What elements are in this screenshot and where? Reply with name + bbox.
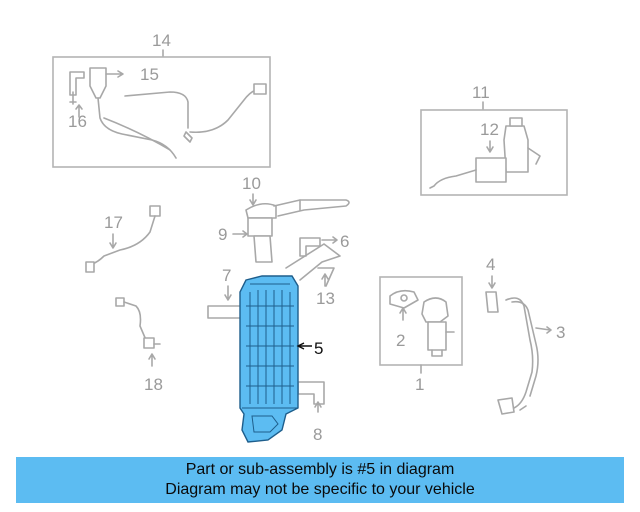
canister-part-5[interactable]: 5 [239,275,323,443]
callout-10: 10 [242,174,261,193]
banner-line-1: Part or sub-assembly is #5 in diagram [185,461,455,478]
inset-11: 11 12 [420,83,568,196]
callout-14: 14 [152,31,171,50]
callout-17: 17 [104,213,123,232]
callout-3: 3 [556,323,565,342]
strap-13: 13 [285,243,341,308]
callout-1: 1 [415,375,424,394]
callout-15: 15 [140,65,159,84]
sensor-18: 18 [115,297,163,394]
callout-7: 7 [222,266,231,285]
callout-12: 12 [480,120,499,139]
part-8: 8 [297,381,325,444]
inset-1: 1 2 [379,276,463,394]
callout-5: 5 [314,339,323,358]
callout-18: 18 [144,375,163,394]
callout-2: 2 [396,331,405,350]
parts-diagram: 14 16 15 11 12 10 9 [52,31,568,444]
sensor-17: 17 [85,205,161,273]
callout-6: 6 [340,232,349,251]
filler-neck: 10 9 [218,174,350,263]
hose-3: 3 [497,297,565,415]
bracket-6: 6 [299,232,349,257]
part-7: 7 [207,266,243,319]
callout-16: 16 [68,112,87,131]
inset-14: 14 16 15 [52,31,271,168]
callout-11: 11 [472,83,490,102]
callout-9: 9 [218,225,227,244]
callout-8: 8 [313,425,322,444]
info-banner: Part or sub-assembly is #5 in diagram Di… [16,457,624,503]
callout-13: 13 [316,289,335,308]
callout-4: 4 [486,255,495,274]
part-4: 4 [485,255,499,313]
banner-line-2: Diagram may not be specific to your vehi… [165,481,475,498]
